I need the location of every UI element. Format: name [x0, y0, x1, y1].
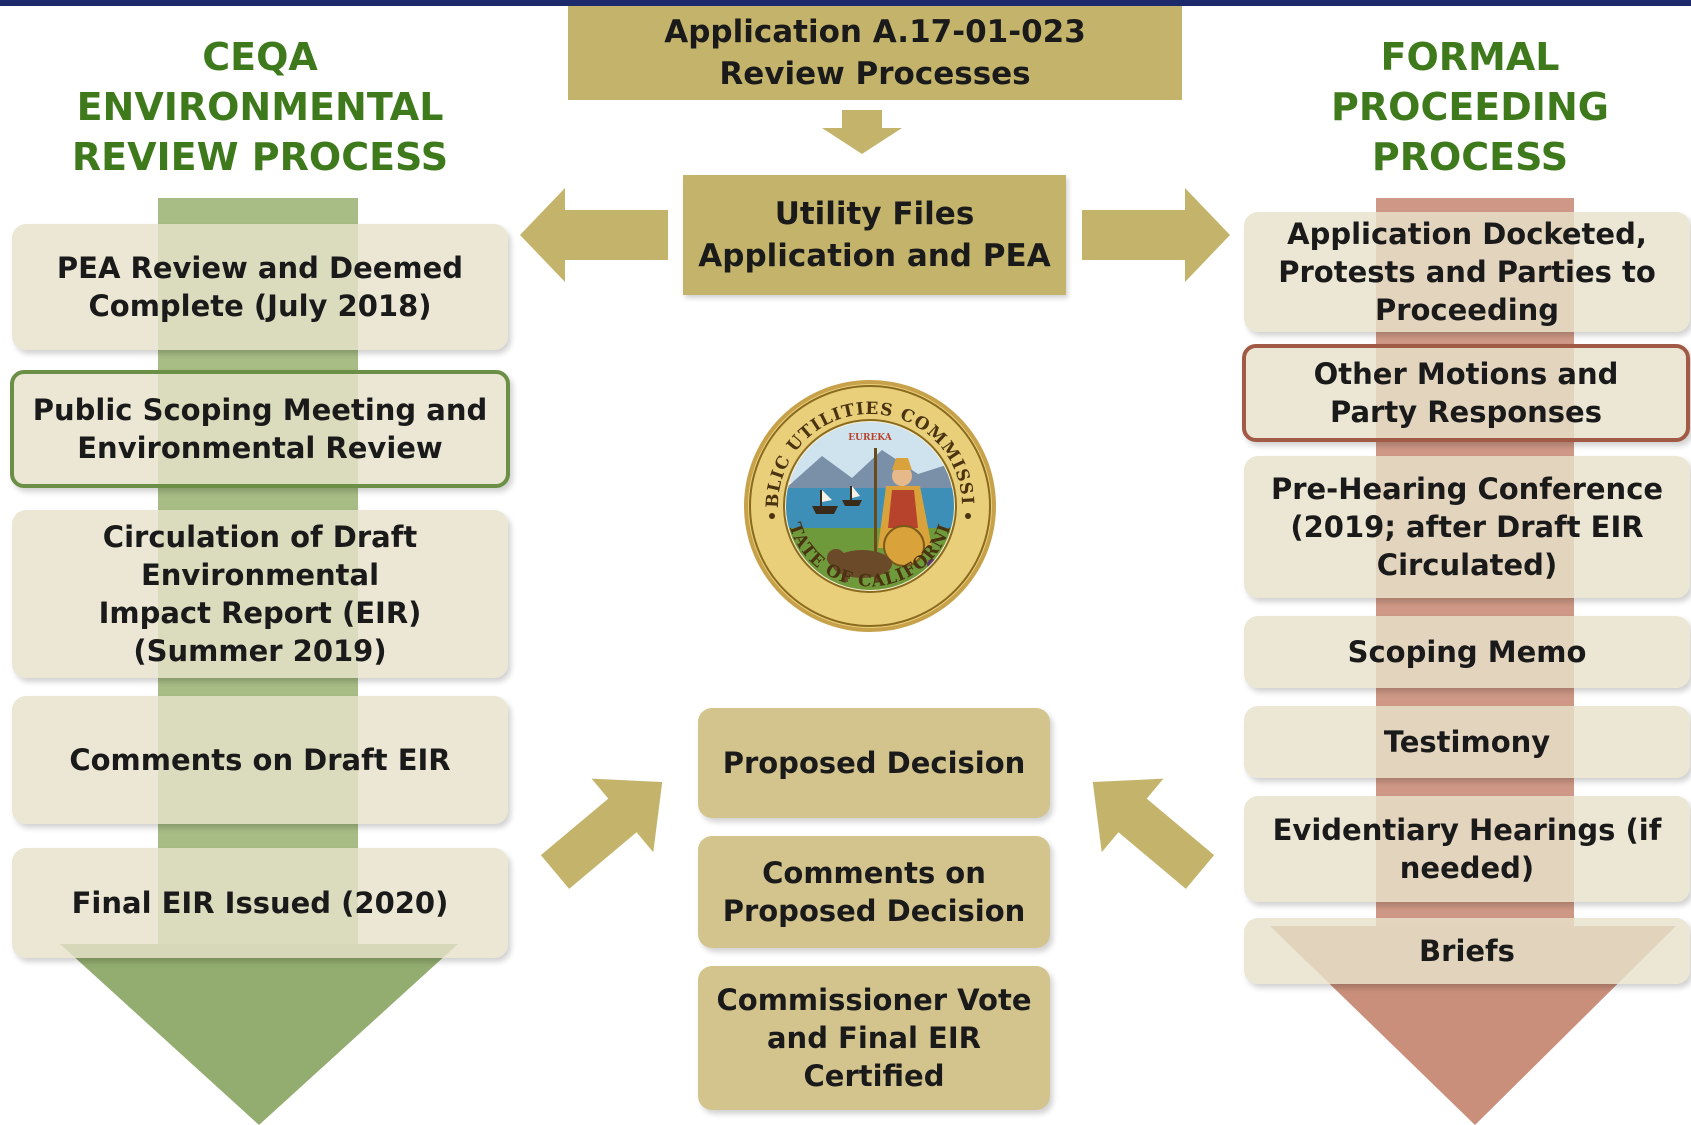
- formal-step-other-motions: Other Motions and Party Responses: [1242, 344, 1690, 442]
- ceqa-step-draft-eir-comments: Comments on Draft EIR: [12, 696, 508, 824]
- formal-step-pre-hearing: Pre-Hearing Conference (2019; after Draf…: [1244, 456, 1690, 598]
- formal-step-testimony: Testimony: [1244, 706, 1690, 778]
- decision-step-commissioner-vote: Commissioner Vote and Final EIR Certifie…: [698, 966, 1050, 1110]
- formal-step-application-docketed: Application Docketed, Protests and Parti…: [1244, 212, 1690, 332]
- ceqa-step-pea-review: PEA Review and Deemed Complete (July 201…: [12, 224, 508, 350]
- ceqa-step-final-eir: Final EIR Issued (2020): [12, 848, 508, 958]
- top-banner: [0, 0, 1691, 6]
- formal-step-scoping-memo: Scoping Memo: [1244, 616, 1690, 688]
- formal-step-evidentiary-hearings: Evidentiary Hearings (if needed): [1244, 796, 1690, 902]
- seal-motto: EUREKA: [848, 433, 893, 443]
- application-header: Application A.17-01-023 Review Processes: [568, 6, 1182, 100]
- decision-step-comments: Comments on Proposed Decision: [698, 836, 1050, 948]
- ceqa-step-draft-eir-circulation: Circulation of Draft Environmental Impac…: [12, 510, 508, 678]
- formal-step-briefs: Briefs: [1244, 918, 1690, 984]
- utility-files-box: Utility Files Application and PEA: [683, 175, 1066, 295]
- left-diagonal-arrow: [540, 778, 663, 889]
- right-branch-arrow: [1082, 188, 1230, 282]
- header-down-arrow: [822, 110, 902, 154]
- right-diagonal-arrow: [1092, 778, 1215, 889]
- ceqa-step-public-scoping: Public Scoping Meeting and Environmental…: [10, 370, 510, 488]
- california-puc-seal-icon: EUREKA PUBLIC UTILITIES COMMISSION STATE…: [742, 378, 996, 632]
- decision-step-proposed: Proposed Decision: [698, 708, 1050, 818]
- left-branch-arrow: [520, 188, 668, 282]
- formal-process-title: FORMAL PROCEEDING PROCESS: [1331, 35, 1609, 179]
- ceqa-process-title: CEQA ENVIRONMENTAL REVIEW PROCESS: [71, 35, 449, 179]
